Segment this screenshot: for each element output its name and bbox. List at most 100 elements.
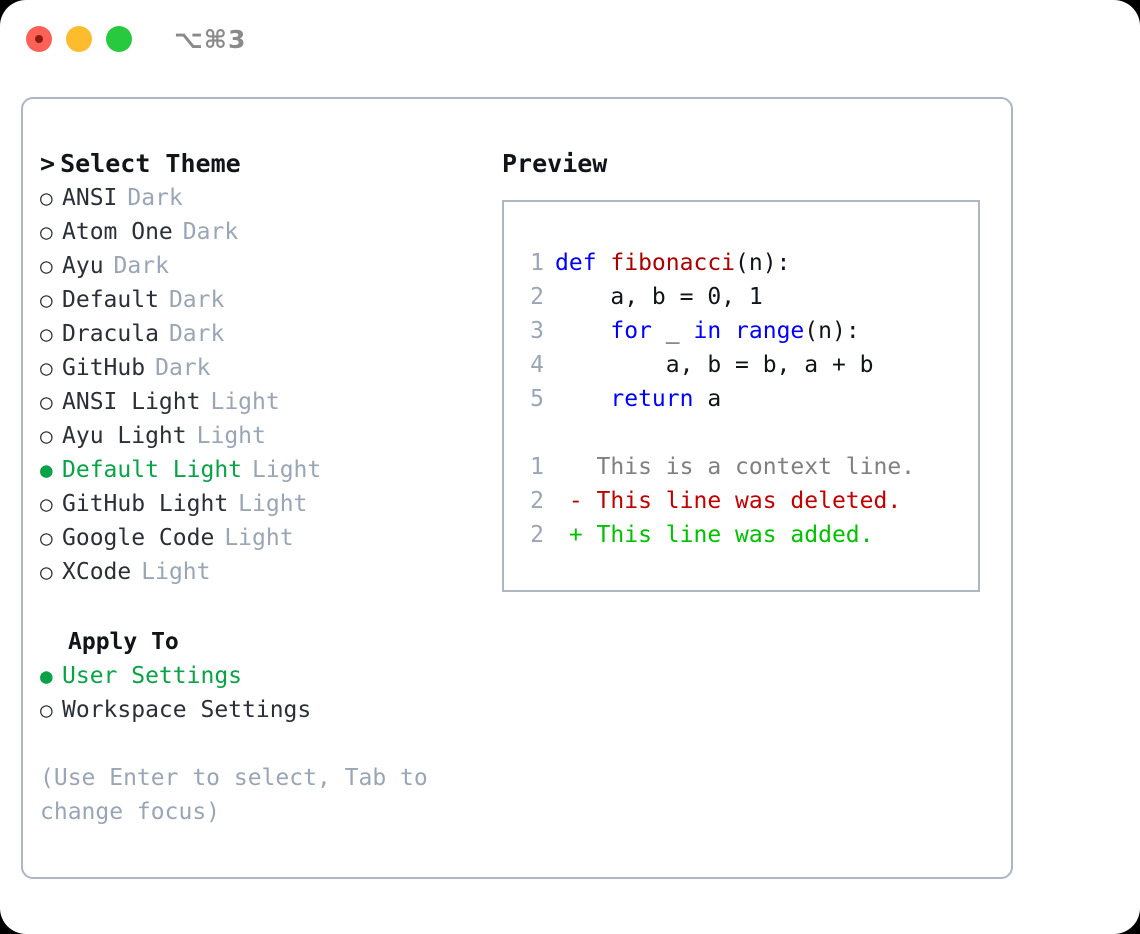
code-line: 3 for _ in range(n): xyxy=(518,314,978,348)
theme-variant-tag: Dark xyxy=(155,355,211,381)
token-kw: range xyxy=(735,318,805,344)
code-line: 5 return a xyxy=(518,382,978,416)
window-titlebar: ⌥⌘3 xyxy=(0,0,1140,78)
theme-variant-tag: Dark xyxy=(113,253,169,279)
theme-option-label: Default Light xyxy=(62,457,243,483)
theme-variant-tag: Dark xyxy=(182,219,239,245)
theme-option-label: ANSI xyxy=(62,185,118,211)
token-add: + This line was added. xyxy=(555,522,874,548)
code-line-text: def fibonacci(n): xyxy=(555,246,790,280)
token-plain: a, b = b, a + b xyxy=(555,352,874,378)
close-window-icon[interactable] xyxy=(26,26,52,52)
theme-variant-tag: Light xyxy=(196,423,266,449)
diff-line-text: + This line was added. xyxy=(555,518,874,552)
line-number: 2 xyxy=(530,488,544,514)
hint-spacer xyxy=(40,727,492,761)
code-line-text: a, b = 0, 1 xyxy=(555,280,762,314)
token-kw: def xyxy=(555,250,611,276)
code-line: 4 a, b = b, a + b xyxy=(518,348,978,382)
theme-option-label: Ayu Light xyxy=(62,423,187,449)
apply-to-list: ● User Settings ○ Workspace Settings xyxy=(40,659,492,727)
theme-option-atom-one[interactable]: ○ Atom One Dark xyxy=(40,215,492,249)
keyboard-shortcut-label: ⌥⌘3 xyxy=(174,24,247,54)
token-kw: for xyxy=(610,318,652,344)
theme-option-label: Ayu xyxy=(62,253,104,279)
radio-unselected-icon: ○ xyxy=(40,390,53,414)
line-number: 2 xyxy=(530,522,544,548)
code-line-text: for _ in range(n): xyxy=(555,314,860,348)
radio-selected-icon: ● xyxy=(40,458,53,482)
radio-unselected-icon: ○ xyxy=(40,560,53,584)
radio-unselected-icon: ○ xyxy=(40,288,53,312)
token-ctx: This is a context line. xyxy=(555,454,916,480)
token-fn: fibonacci xyxy=(610,250,736,276)
theme-variant-tag: Dark xyxy=(168,287,225,313)
maximize-window-icon[interactable] xyxy=(106,26,132,52)
token-plain: (n): xyxy=(735,250,791,276)
theme-option-label: Dracula xyxy=(62,321,159,347)
minimize-window-icon[interactable] xyxy=(66,26,92,52)
theme-option-label: GitHub Light xyxy=(62,491,229,517)
select-theme-heading-label: Select Theme xyxy=(60,149,241,178)
code-line: 2 a, b = 0, 1 xyxy=(518,280,978,314)
code-blank-line xyxy=(518,416,978,450)
token-plain: _ xyxy=(651,318,694,344)
radio-unselected-icon: ○ xyxy=(40,698,53,722)
apply-to-option-label: User Settings xyxy=(62,663,243,689)
code-line-text: return a xyxy=(555,382,721,416)
apply-to-heading: Apply To xyxy=(68,629,179,655)
apply-to-option-workspace-settings[interactable]: ○ Workspace Settings xyxy=(40,693,492,727)
radio-unselected-icon: ○ xyxy=(40,424,53,448)
line-number: 1 xyxy=(530,454,544,480)
diff-line: 2 + This line was added. xyxy=(518,518,978,552)
theme-option-label: Google Code xyxy=(62,525,215,551)
theme-option-label: Atom One xyxy=(62,219,173,245)
radio-selected-icon: ● xyxy=(40,664,53,688)
token-plain xyxy=(555,318,610,344)
theme-option-ayu-light[interactable]: ○ Ayu Light Light xyxy=(40,419,492,453)
radio-unselected-icon: ○ xyxy=(40,220,53,244)
apply-to-option-label: Workspace Settings xyxy=(62,697,312,723)
theme-option-github-light[interactable]: ○ GitHub Light Light xyxy=(40,487,492,521)
line-number: 1 xyxy=(530,250,544,276)
theme-option-label: ANSI Light xyxy=(62,389,201,415)
preview-heading: Preview xyxy=(502,149,608,178)
diff-line: 2 - This line was deleted. xyxy=(518,484,978,518)
token-del: - This line was deleted. xyxy=(555,488,902,514)
window-controls xyxy=(26,26,132,52)
select-theme-heading: >Select Theme xyxy=(40,147,492,181)
line-number: 3 xyxy=(530,318,544,344)
theme-variant-tag: Light xyxy=(252,457,322,483)
theme-variant-tag: Dark xyxy=(168,321,225,347)
theme-variant-tag: Light xyxy=(224,525,294,551)
theme-variant-tag: Dark xyxy=(127,185,183,211)
code-line-text: a, b = b, a + b xyxy=(555,348,874,382)
theme-option-default-light[interactable]: ● Default Light Light xyxy=(40,453,492,487)
theme-variant-tag: Light xyxy=(210,389,280,415)
diff-line-text: This is a context line. xyxy=(555,450,916,484)
section-spacer xyxy=(40,589,492,625)
line-number: 2 xyxy=(530,284,544,310)
radio-unselected-icon: ○ xyxy=(40,356,53,380)
diff-line: 1 This is a context line. xyxy=(518,450,978,484)
token-plain: (n): xyxy=(804,318,860,344)
apply-to-option-user-settings[interactable]: ● User Settings xyxy=(40,659,492,693)
keyboard-hint: (Use Enter to select, Tab to change focu… xyxy=(40,765,442,825)
theme-option-ansi-light[interactable]: ○ ANSI Light Light xyxy=(40,385,492,419)
theme-variant-tag: Light xyxy=(238,491,308,517)
line-number: 5 xyxy=(530,386,544,412)
radio-unselected-icon: ○ xyxy=(40,492,53,516)
